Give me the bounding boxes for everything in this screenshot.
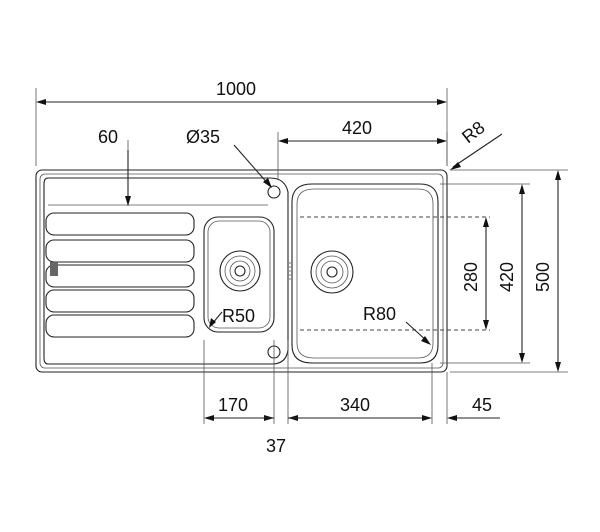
label-overall-depth: 500	[533, 262, 553, 292]
extension-lines	[35, 88, 568, 424]
label-main-bowl-width: 420	[342, 118, 372, 138]
drainer-area	[43, 177, 289, 365]
label-bowl-depth-outer: 420	[497, 262, 517, 292]
label-bowl-divider: 37	[266, 436, 286, 456]
label-overall-width: 1000	[216, 79, 256, 99]
label-tap-hole: Ø35	[186, 127, 220, 147]
logo-plate	[50, 262, 58, 276]
dashed-references	[300, 216, 490, 331]
dimension-labels: 1000 60 Ø35 420 R8 280 420 500 R50 R80 1…	[98, 79, 553, 456]
label-right-margin: 45	[472, 395, 492, 415]
small-bowl	[203, 216, 275, 333]
label-corner-radius: R8	[458, 117, 488, 147]
label-main-bowl-inner-width: 340	[340, 395, 370, 415]
label-small-bowl-width: 170	[218, 395, 248, 415]
label-drainer-offset: 60	[98, 127, 118, 147]
label-small-bowl-radius: R50	[222, 306, 255, 326]
main-bowl	[289, 183, 439, 364]
label-main-bowl-radius: R80	[363, 304, 396, 324]
drainer-ribs	[45, 212, 195, 338]
small-bowl-drain	[219, 250, 261, 292]
sink-outline	[35, 169, 448, 373]
label-bowl-depth-inner: 280	[461, 262, 481, 292]
tap-hole-top	[267, 185, 281, 199]
dimension-lines	[36, 99, 561, 421]
main-bowl-drain	[310, 250, 354, 294]
